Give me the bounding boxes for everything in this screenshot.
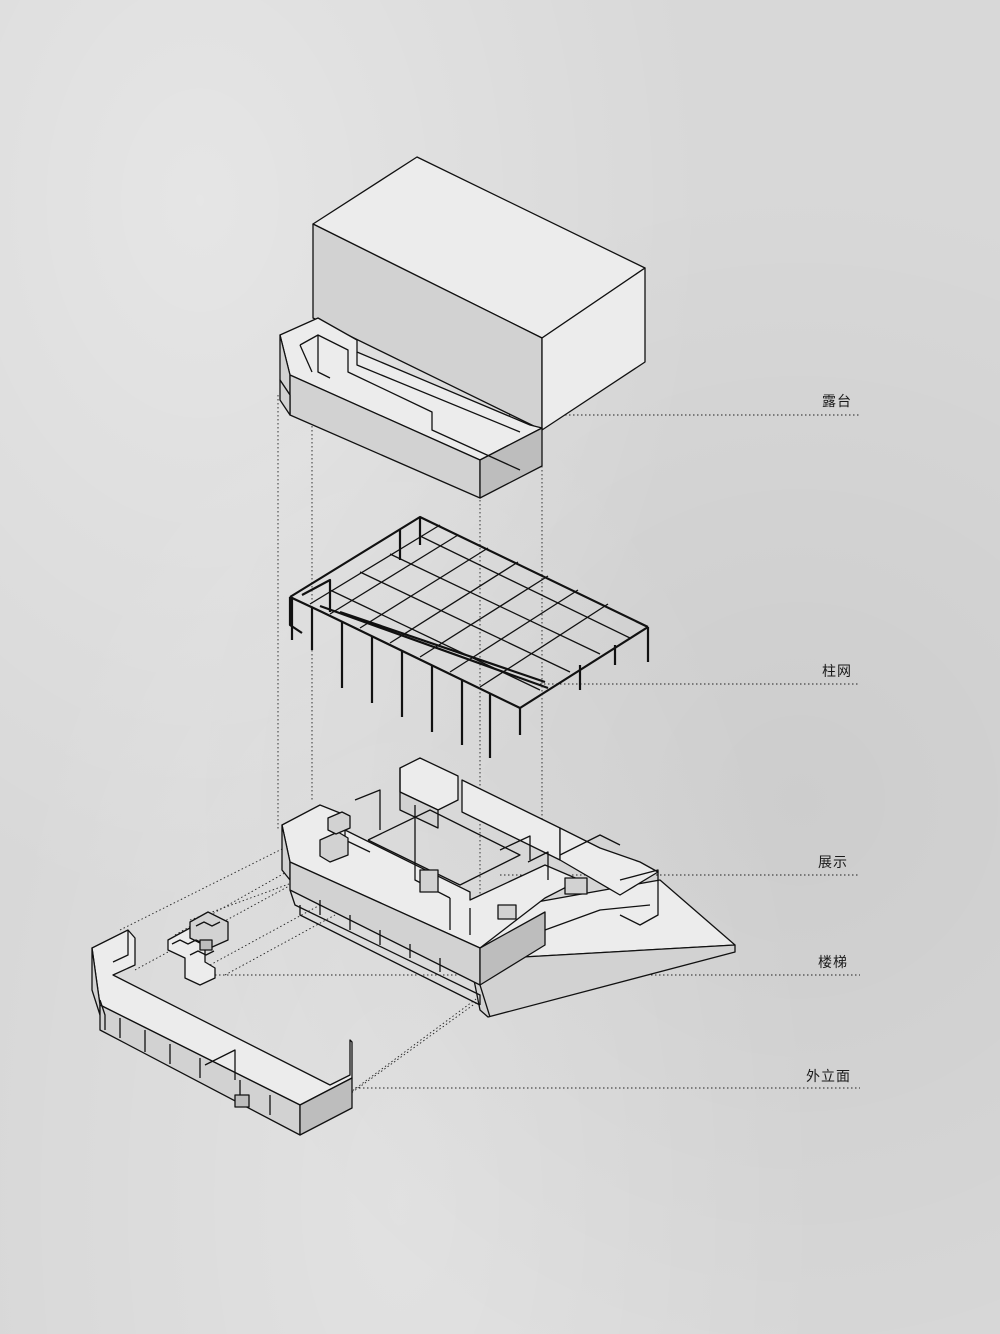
label-stairs: 楼梯 [818,955,848,971]
columns [290,517,650,758]
column-grid-layer [288,515,650,758]
exhibition-layer [281,757,736,1018]
label-facade: 外立面 [806,1069,851,1085]
facade-layer [91,929,353,1136]
alignment-lines [119,395,543,1131]
terrace-volume-layer [279,156,646,499]
label-exhibition: 展示 [818,855,848,871]
label-column-grid: 柱网 [822,664,852,680]
label-terrace: 露台 [822,394,852,410]
stair-layer [167,911,229,986]
